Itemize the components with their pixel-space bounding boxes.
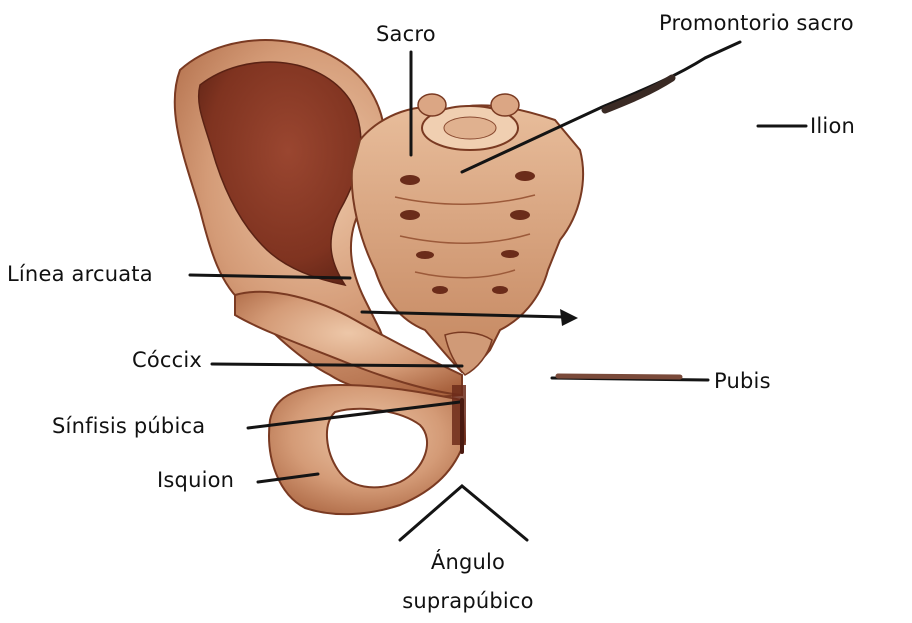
label-linea-arcuata: Línea arcuata — [7, 264, 153, 285]
label-coccix: Cóccix — [132, 350, 202, 371]
coccyx — [445, 332, 492, 375]
label-suprapubico: suprapúbico — [388, 591, 548, 612]
label-sinfisis-pubica: Sínfisis púbica — [52, 416, 205, 437]
label-isquion: Isquion — [157, 470, 234, 491]
label-ilion: Ilion — [810, 116, 855, 137]
label-pubis: Pubis — [714, 371, 771, 392]
arrow-head — [560, 309, 578, 326]
label-angulo: Ángulo — [408, 552, 528, 573]
label-promontorio-sacro: Promontorio sacro — [659, 13, 854, 34]
label-sacro: Sacro — [376, 24, 436, 45]
